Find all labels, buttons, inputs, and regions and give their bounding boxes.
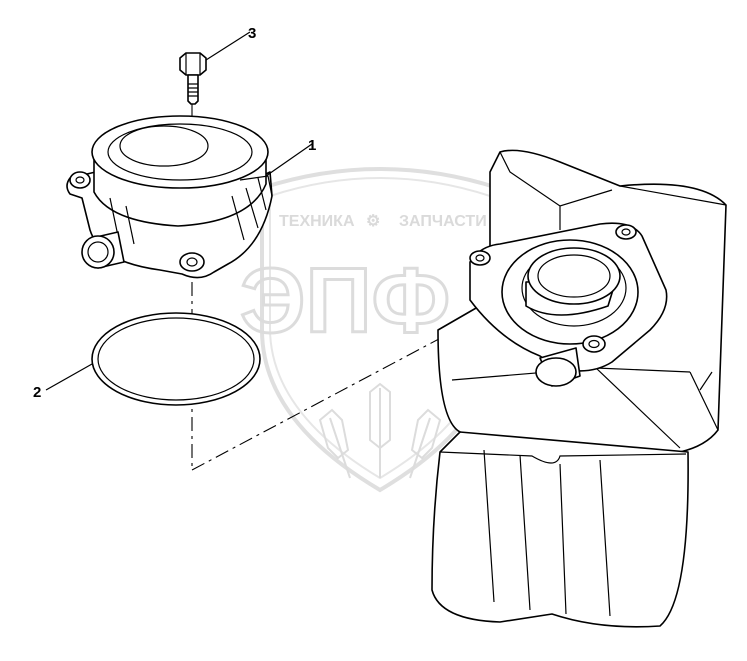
watermark-gear-icon: ⚙ (366, 213, 380, 230)
callout-3: 3 (205, 25, 256, 61)
o-ring-part (91, 312, 261, 406)
watermark-right-text: ЗАПЧАСТИ (399, 213, 487, 230)
callout-1: 1 (265, 137, 316, 177)
callout-3-label: 3 (248, 25, 256, 42)
housing-part (431, 149, 727, 628)
watermark-logo-text: ЭПФ (240, 250, 450, 352)
wheat-icon (318, 382, 442, 479)
watermark-left-text: ТЕХНИКА (279, 213, 355, 230)
callout-2-label: 2 (33, 384, 41, 401)
callout-2: 2 (33, 363, 93, 401)
bolt-part (179, 52, 207, 105)
cover-part (66, 115, 273, 279)
watermark-logo: ТЕХНИКА ⚙ ЗАПЧАСТИ ЭПФ (239, 167, 500, 493)
callout-1-label: 1 (308, 137, 316, 154)
